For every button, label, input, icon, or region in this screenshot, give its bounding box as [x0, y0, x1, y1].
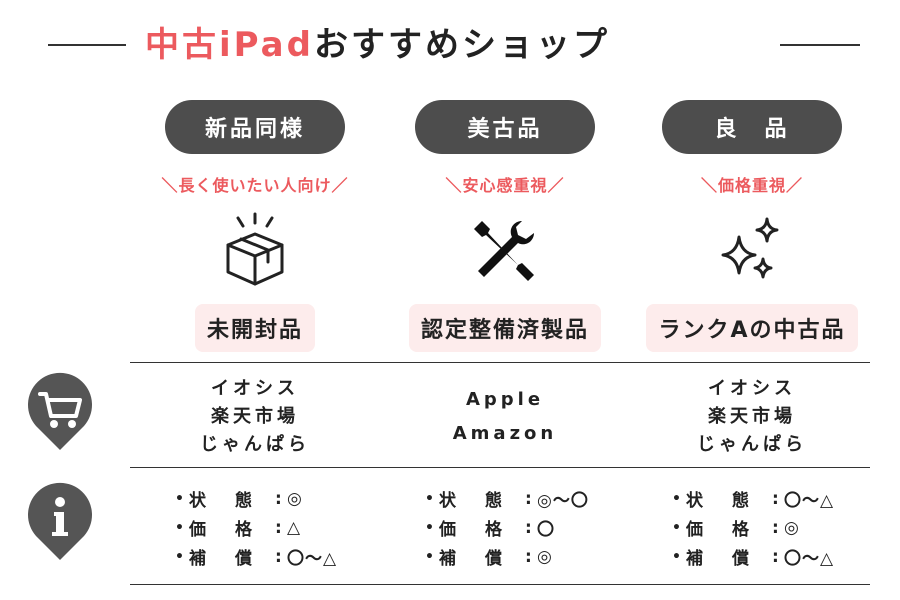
shop-name: イオシス [708, 378, 796, 399]
spec-value: ◎ [784, 517, 800, 538]
shop-name: Apple [465, 389, 545, 410]
spec-colon: : [772, 488, 779, 509]
spec-row-warranty: • 補 償:◎ [425, 542, 675, 571]
bullet: • [425, 548, 434, 565]
shop-name: イオシス [211, 378, 299, 399]
spec-row-warranty: • 補 償:〇〜△ [672, 542, 900, 571]
bullet: • [175, 490, 184, 507]
title-rule-left [48, 44, 126, 46]
shop-name: じゃんぱら [200, 434, 310, 455]
grade-tagline: ＼価格重視／ [700, 176, 803, 195]
shops-column-3: イオシス 楽天市場 じゃんぱら [627, 372, 877, 462]
bullet: • [672, 548, 681, 565]
grade-column-1: 新品同様 ＼長く使いたい人向け／ 未開封品 [130, 100, 380, 352]
specs-column-3: •状 態:〇〜△ •価 格:◎ •補 償:〇〜△ [672, 484, 900, 574]
grade-pill: 良 品 [662, 100, 842, 154]
bullet: • [425, 490, 434, 507]
shop-name: 楽天市場 [211, 406, 299, 427]
divider-middle [130, 467, 870, 468]
spec-colon: : [275, 546, 282, 567]
spec-value: 〇〜△ [784, 491, 835, 511]
sparkle-icon [712, 210, 792, 290]
bullet: • [175, 519, 184, 536]
info-pin-icon [24, 482, 96, 562]
cart-pin-icon [24, 372, 96, 452]
spec-colon: : [772, 546, 779, 567]
shops-column-2: Apple Amazon [380, 372, 630, 462]
shop-name: 楽天市場 [708, 406, 796, 427]
spec-row-price: • 価 格:〇 [425, 513, 675, 542]
page-header: 中古iPadおすすめショップ [0, 22, 900, 68]
condition-badge: ランクAの中古品 [646, 304, 858, 352]
title-rule-right [780, 44, 860, 46]
spec-label: 補 償 [686, 549, 755, 569]
bullet: • [672, 519, 681, 536]
divider-bottom [130, 584, 870, 585]
spec-label: 価 格 [189, 520, 258, 540]
grade-pill: 新品同様 [165, 100, 345, 154]
spec-row-price: • 価 格:◎ [672, 513, 900, 542]
spec-label: 状 態 [439, 491, 508, 511]
spec-label: 状 態 [686, 491, 755, 511]
specs-column-1: •状 態:◎ •価 格:△ •補 償:〇〜△ [175, 484, 425, 574]
specs-column-2: •状 態:◎〜〇 •価 格:〇 •補 償:◎ [425, 484, 675, 574]
grade-tagline: ＼安心感重視／ [445, 176, 565, 195]
shop-name: じゃんぱら [697, 434, 807, 455]
spec-row-warranty: • 補 償:〇〜△ [175, 542, 425, 571]
spec-row-condition: • 状 態:◎ [175, 484, 425, 513]
condition-badge: 未開封品 [194, 304, 315, 352]
page-title: 中古iPadおすすめショップ [145, 22, 765, 68]
spec-value: ◎ [537, 546, 553, 567]
spec-label: 状 態 [189, 491, 258, 511]
spec-colon: : [275, 517, 282, 538]
spec-row-price: • 価 格:△ [175, 513, 425, 542]
spec-value: △ [287, 517, 302, 538]
grade-tagline: ＼長く使いたい人向け／ [161, 176, 349, 195]
bullet: • [425, 519, 434, 536]
spec-label: 価 格 [686, 520, 755, 540]
spec-row-condition: • 状 態:◎〜〇 [425, 484, 675, 513]
shop-name: Amazon [452, 423, 558, 444]
spec-label: 価 格 [439, 520, 508, 540]
spec-colon: : [275, 488, 282, 509]
spec-colon: : [525, 546, 532, 567]
bullet: • [175, 548, 184, 565]
shops-column-1: イオシス 楽天市場 じゃんぱら [130, 372, 380, 462]
title-accent: 中古iPad [145, 25, 314, 65]
bullet: • [672, 490, 681, 507]
spec-colon: : [525, 488, 532, 509]
grade-pill: 美古品 [415, 100, 595, 154]
condition-badge: 認定整備済製品 [408, 304, 601, 352]
spec-colon: : [772, 517, 779, 538]
spec-value: 〇 [537, 520, 555, 540]
wrench-screwdriver-icon [465, 210, 545, 290]
spec-value: 〇〜△ [784, 549, 835, 569]
grade-column-2: 美古品 ＼安心感重視／ 認定整備済製品 [380, 100, 630, 352]
divider-top [130, 362, 870, 363]
grade-column-3: 良 品 ＼価格重視／ ランクAの中古品 [627, 100, 877, 352]
title-rest: おすすめショップ [313, 25, 610, 65]
spec-label: 補 償 [189, 549, 258, 569]
spec-value: ◎〜〇 [537, 491, 589, 511]
spec-value: ◎ [287, 488, 303, 509]
open-box-icon [215, 210, 295, 290]
spec-row-condition: • 状 態:〇〜△ [672, 484, 900, 513]
spec-label: 補 償 [439, 549, 508, 569]
spec-colon: : [525, 517, 532, 538]
spec-value: 〇〜△ [287, 549, 338, 569]
